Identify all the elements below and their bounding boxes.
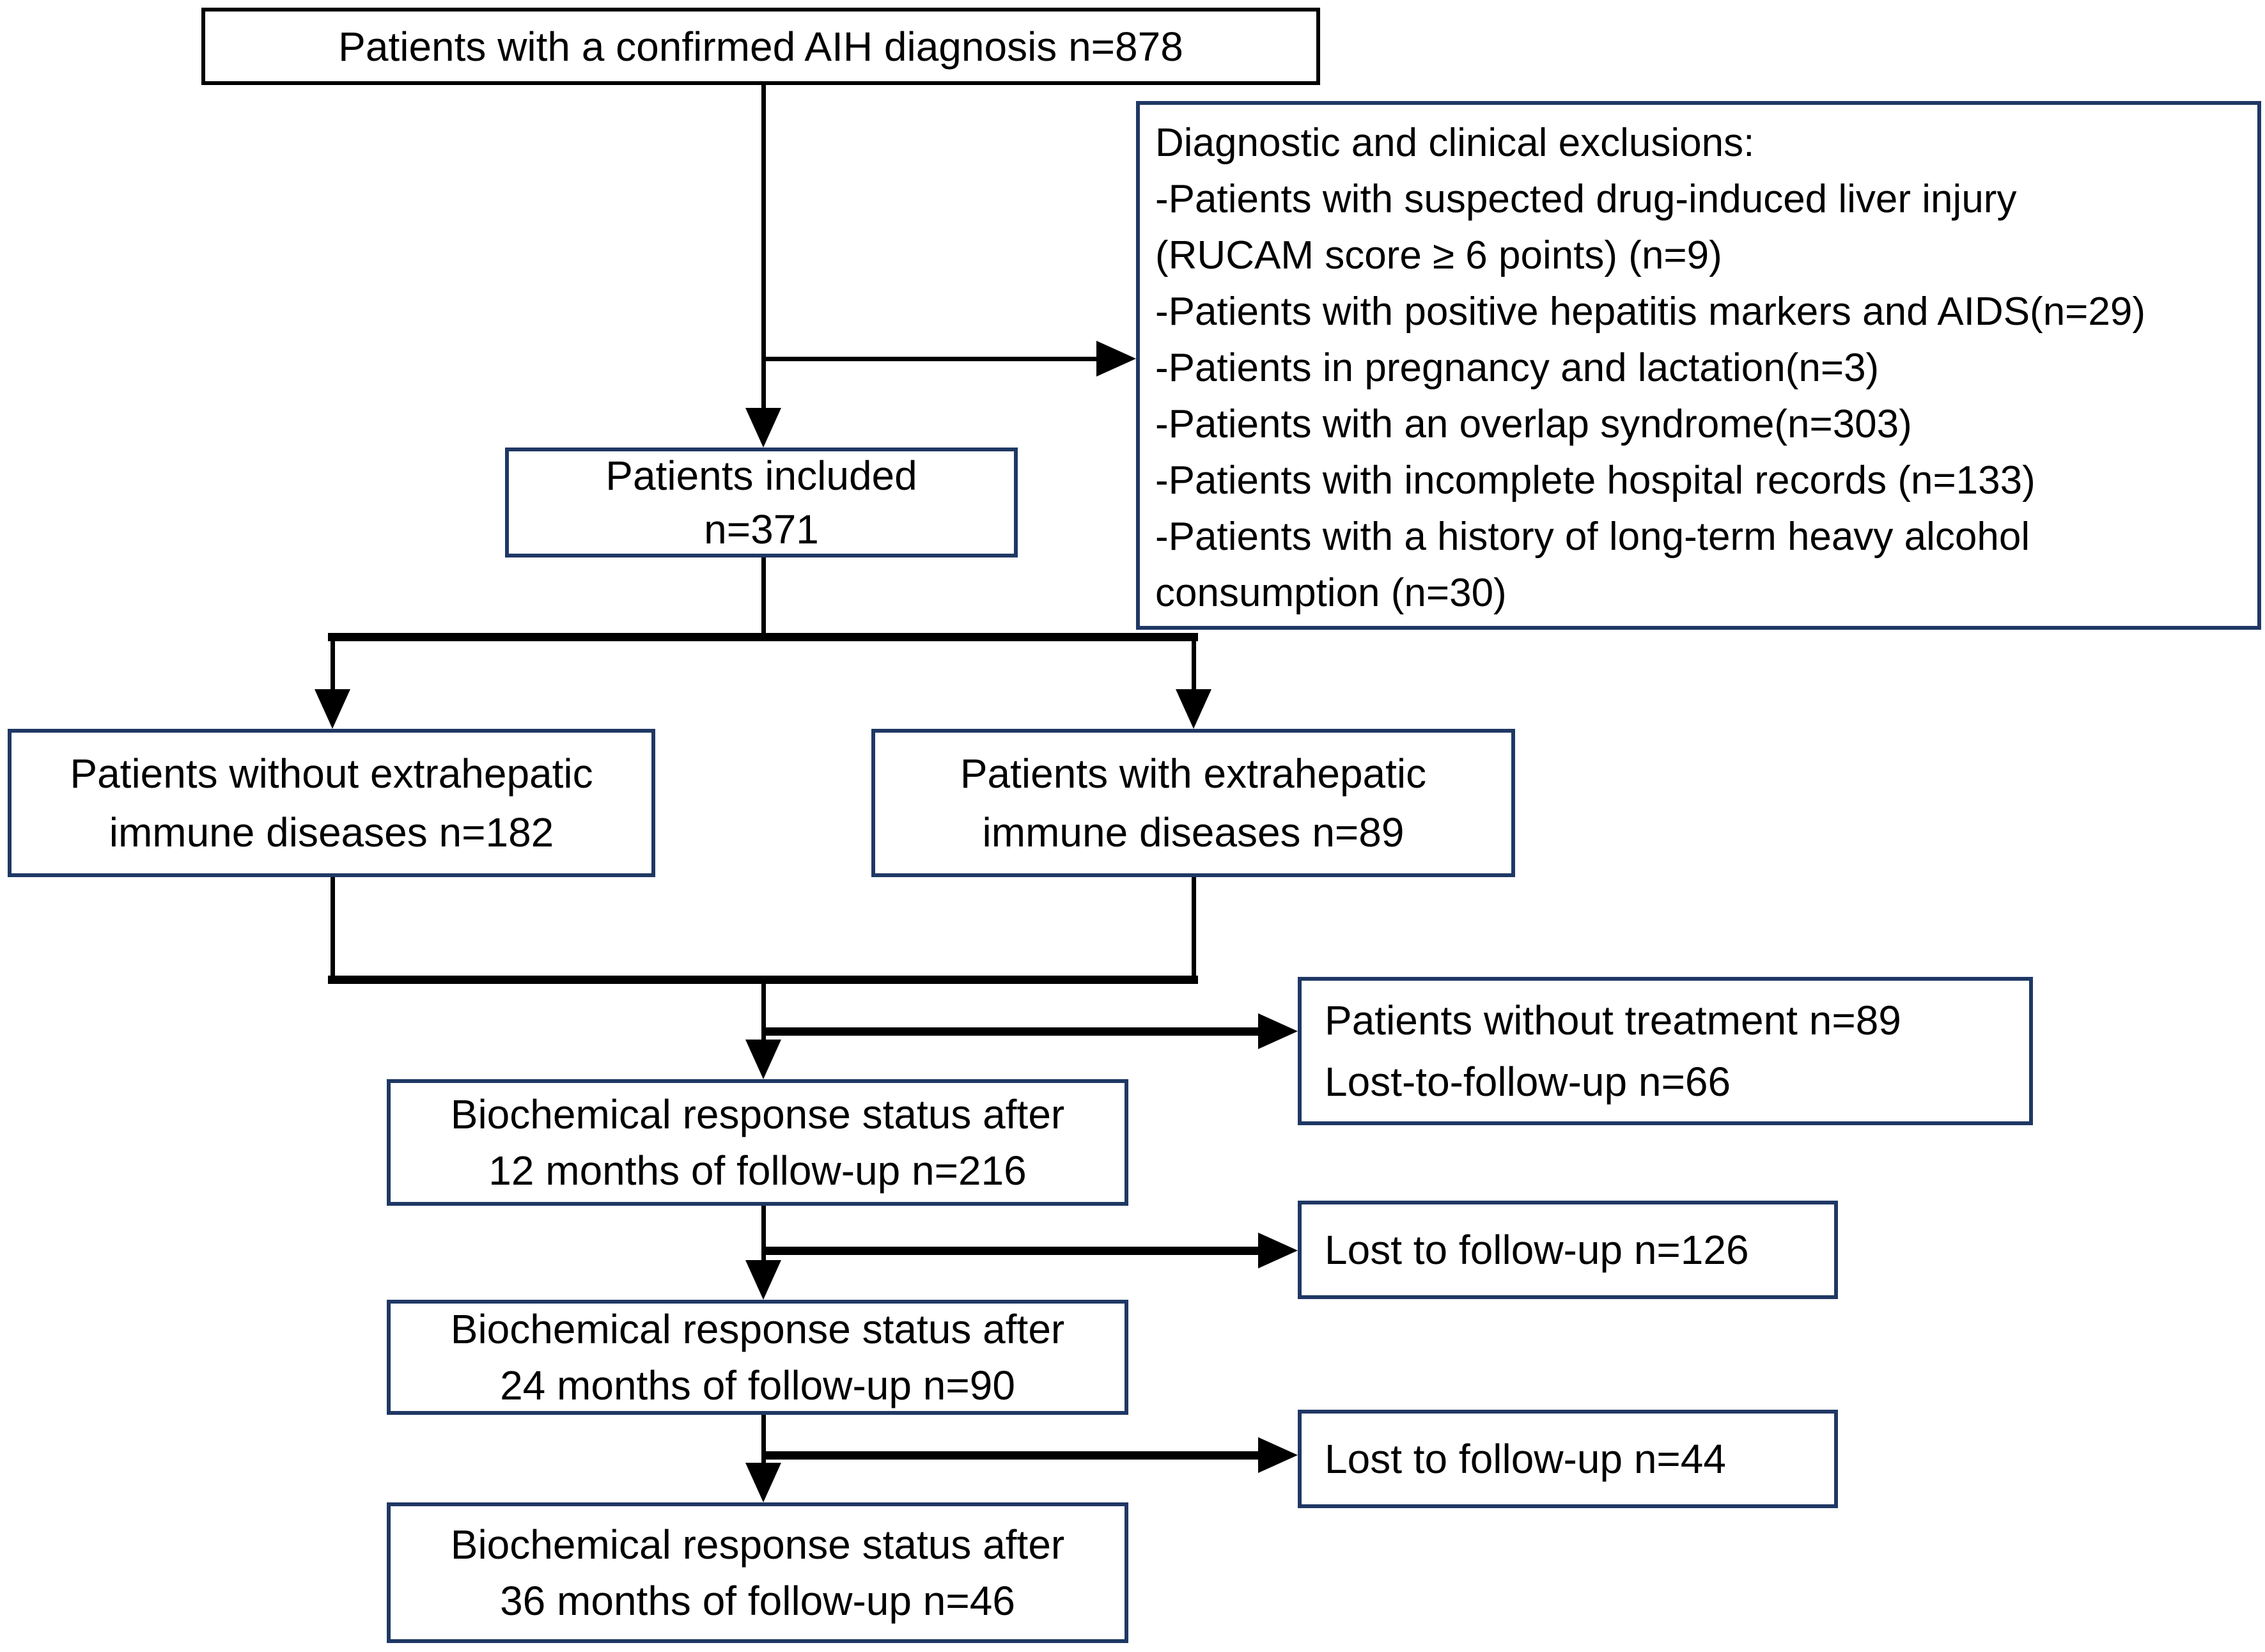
connector-right-box-to-merge (1192, 877, 1196, 979)
connector-top-to-included (761, 85, 766, 412)
node-text-line: (RUCAM score ≥ 6 points) (n=9) (1155, 233, 1722, 277)
node-without-treatment: Patients without treatment n=89 Lost-to-… (1298, 977, 2033, 1125)
connector-bio24-to-bio36 (761, 1415, 766, 1464)
node-text-line: 12 months of follow-up n=216 (488, 1148, 1027, 1194)
node-confirmed-diagnosis: Patients with a confirmed AIH diagnosis … (201, 8, 1320, 85)
node-patients-included: Patients included n=371 (505, 448, 1018, 557)
node-with-extrahepatic: Patients with extrahepatic immune diseas… (871, 729, 1515, 877)
node-text-line: Biochemical response status after (450, 1522, 1065, 1568)
node-text-line: n=371 (704, 506, 819, 552)
connector-split-right-drop (1192, 641, 1196, 690)
node-text-line: Lost to follow-up n=44 (1325, 1436, 1726, 1482)
arrowhead-down-bio36-icon (745, 1463, 781, 1502)
node-text-line: Patients without extrahepatic (70, 751, 593, 797)
node-text-line: Diagnostic and clinical exclusions: (1155, 121, 1755, 165)
node-text-line: immune diseases n=182 (109, 809, 554, 855)
node-text-line: -Patients with suspected drug-induced li… (1155, 177, 2017, 221)
node-text-line: Biochemical response status after (450, 1306, 1065, 1352)
node-exclusions: Diagnostic and clinical exclusions: -Pat… (1136, 101, 2261, 630)
node-text-line: -Patients in pregnancy and lactation(n=3… (1155, 346, 1880, 390)
arrowhead-down-bio12-icon (745, 1040, 781, 1079)
node-text-line: consumption (n=30) (1155, 571, 1507, 615)
node-bio-response-12mo: Biochemical response status after 12 mon… (387, 1079, 1128, 1206)
arrowhead-down-included-icon (745, 408, 781, 448)
node-text-line: Lost to follow-up n=126 (1325, 1227, 1749, 1273)
connector-merge-to-bio12 (761, 984, 766, 1041)
connector-branch-lost126 (761, 1247, 1260, 1255)
node-text-line: Biochemical response status after (450, 1091, 1065, 1137)
arrowhead-down-right-box-icon (1176, 689, 1211, 729)
connector-included-to-split (761, 557, 766, 637)
node-text-line: -Patients with an overlap syndrome(n=303… (1155, 402, 1912, 446)
connector-split-left-drop (331, 641, 335, 690)
node-text-line: Patients with a confirmed AIH diagnosis … (338, 23, 1183, 70)
node-text-line: 36 months of follow-up n=46 (500, 1578, 1015, 1624)
node-text-line: -Patients with a history of long-term he… (1155, 515, 2030, 559)
arrowhead-right-lost126-icon (1258, 1233, 1298, 1268)
arrowhead-right-no-treatment-icon (1258, 1013, 1298, 1049)
connector-branch-no-treatment (761, 1027, 1260, 1036)
node-lost-followup-44: Lost to follow-up n=44 (1298, 1410, 1838, 1508)
connector-left-box-to-merge (331, 877, 335, 979)
node-text-line: Patients without treatment n=89 (1325, 997, 1901, 1043)
connector-bio12-to-bio24 (761, 1206, 766, 1261)
node-text-line: -Patients with incomplete hospital recor… (1155, 458, 2035, 503)
node-text-line: -Patients with positive hepatitis marker… (1155, 290, 2146, 334)
node-bio-response-24mo: Biochemical response status after 24 mon… (387, 1300, 1128, 1415)
node-without-extrahepatic: Patients without extrahepatic immune dis… (8, 729, 655, 877)
node-text-line: immune diseases n=89 (982, 809, 1405, 855)
arrowhead-right-lost44-icon (1258, 1437, 1298, 1473)
arrowhead-down-left-box-icon (315, 689, 350, 729)
connector-branch-exclusions (761, 357, 1100, 361)
connector-branch-lost44 (761, 1451, 1260, 1460)
node-text-line: 24 months of follow-up n=90 (500, 1362, 1015, 1408)
node-text-line: Patients with extrahepatic (960, 751, 1427, 797)
node-text-line: Patients included (605, 453, 917, 499)
arrowhead-right-exclusions-icon (1096, 341, 1136, 377)
node-bio-response-36mo: Biochemical response status after 36 mon… (387, 1502, 1128, 1643)
node-lost-followup-126: Lost to follow-up n=126 (1298, 1201, 1838, 1299)
arrowhead-down-bio24-icon (745, 1260, 781, 1300)
connector-merge-bar (328, 976, 1198, 984)
connector-split-bar (328, 633, 1198, 641)
node-text-line: Lost-to-follow-up n=66 (1325, 1059, 1731, 1105)
